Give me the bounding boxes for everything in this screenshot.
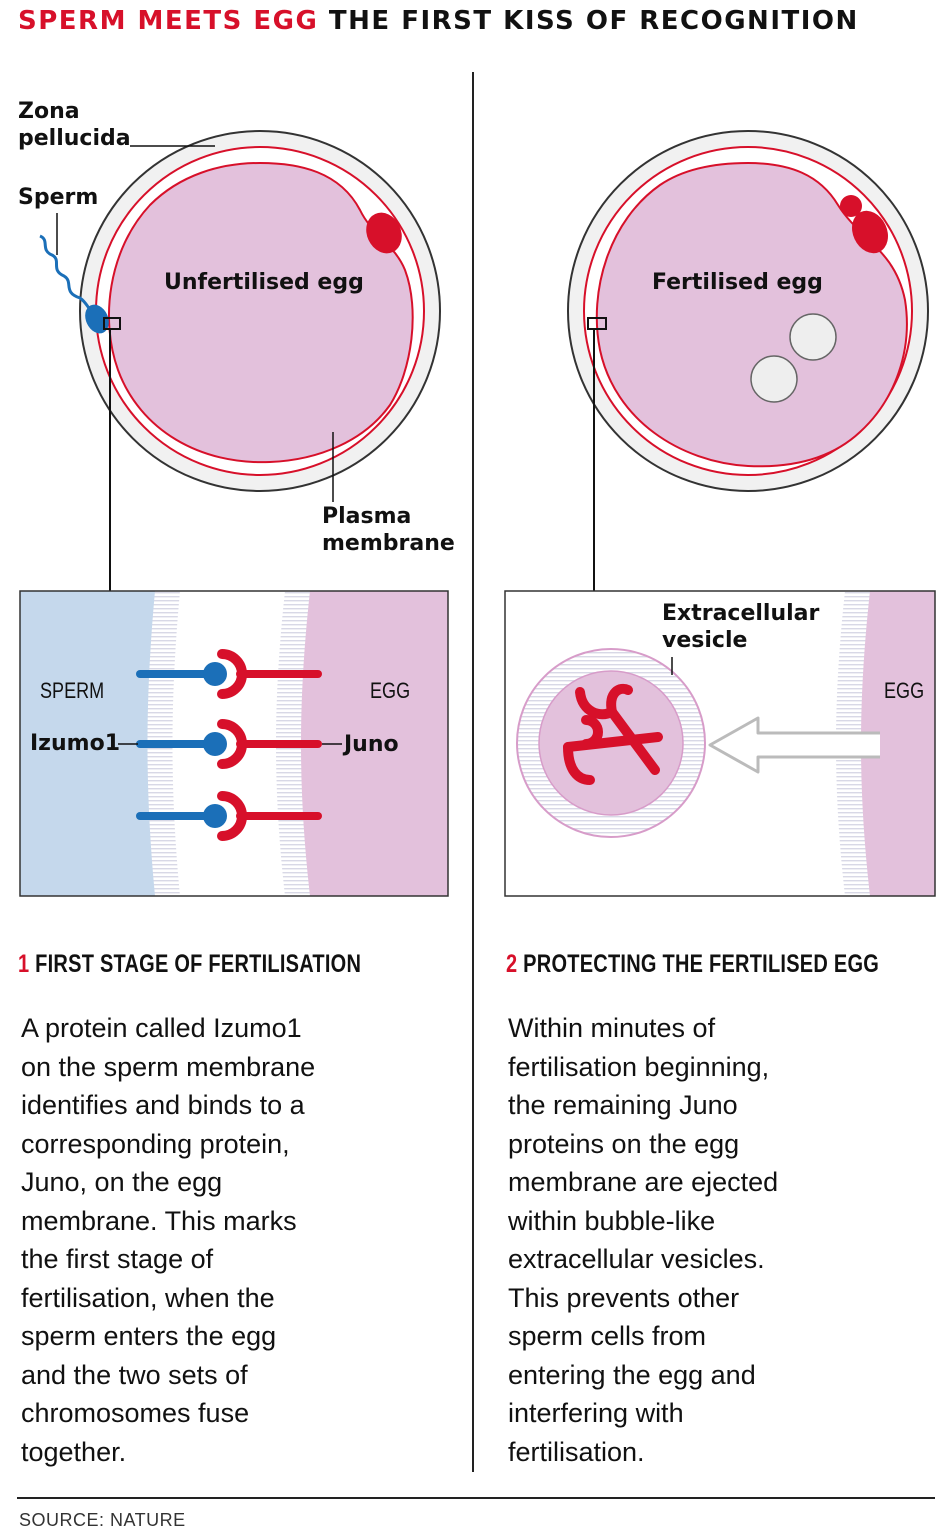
- sperm-tail: [39, 234, 94, 314]
- diagram-title: SPERM MEETS EGG THE FIRST KISS OF RECOGN…: [18, 6, 859, 36]
- plasma-membrane-label: Plasma membrane: [322, 504, 455, 556]
- vesicle-detail-box: [505, 591, 935, 896]
- polar-body-right: [852, 210, 888, 254]
- protein-pair-3: [136, 791, 322, 841]
- fertilised-egg-label: Fertilised egg: [652, 270, 823, 295]
- protein-pair-1: [136, 649, 322, 699]
- unfertilised-egg-label: Unfertilised egg: [164, 270, 364, 295]
- zona-pellucida-label: Zona pellucida: [18, 99, 131, 151]
- pronucleus-2: [750, 355, 798, 403]
- title-highlight: SPERM MEETS EGG: [18, 6, 319, 36]
- egg-box-label-left: EGG: [370, 678, 411, 703]
- step-1-number: 1: [18, 950, 30, 978]
- fertilised-egg-group: [567, 130, 929, 591]
- step-1-description: A protein called Izumo1 on the sperm mem…: [21, 1013, 316, 1467]
- step-1-title: FIRST STAGE OF FERTILISATION: [35, 950, 362, 978]
- column-divider: [472, 72, 474, 1472]
- step-2-number: 2: [506, 950, 518, 978]
- source-credit: SOURCE: NATURE: [19, 1510, 186, 1530]
- step-2-heading: 2 PROTECTING THE FERTILISED EGG: [506, 950, 879, 979]
- title-rest: THE FIRST KISS OF RECOGNITION: [328, 6, 859, 36]
- sperm-label: Sperm: [18, 185, 99, 210]
- zoom-box-left: [103, 317, 121, 330]
- zoom-box-right: [587, 317, 607, 330]
- step-1-heading: 1 FIRST STAGE OF FERTILISATION: [18, 950, 361, 979]
- sperm-head: [85, 304, 109, 334]
- polar-body: [366, 212, 402, 254]
- juno-label: Juno: [344, 732, 399, 757]
- polar-body-small: [840, 195, 862, 217]
- juno-proteins-in-vesicle: [563, 683, 663, 785]
- sperm-box-label: SPERM: [40, 678, 105, 703]
- binding-detail-box: [20, 591, 448, 896]
- pronucleus-1: [789, 313, 837, 361]
- step-2-title: PROTECTING THE FERTILISED EGG: [523, 950, 880, 978]
- protein-pair-2: [136, 719, 322, 769]
- egg-box-label-right: EGG: [884, 678, 925, 703]
- izumo1-label: Izumo1: [30, 731, 120, 756]
- bottom-rule: [17, 1497, 935, 1499]
- unfertilised-egg-group: [39, 130, 441, 591]
- step-2-description: Within minutes of fertilisation beginnin…: [508, 1013, 779, 1467]
- ejection-arrow: [708, 716, 880, 774]
- extracellular-vesicle-label: Extracellular vesicle: [662, 601, 820, 653]
